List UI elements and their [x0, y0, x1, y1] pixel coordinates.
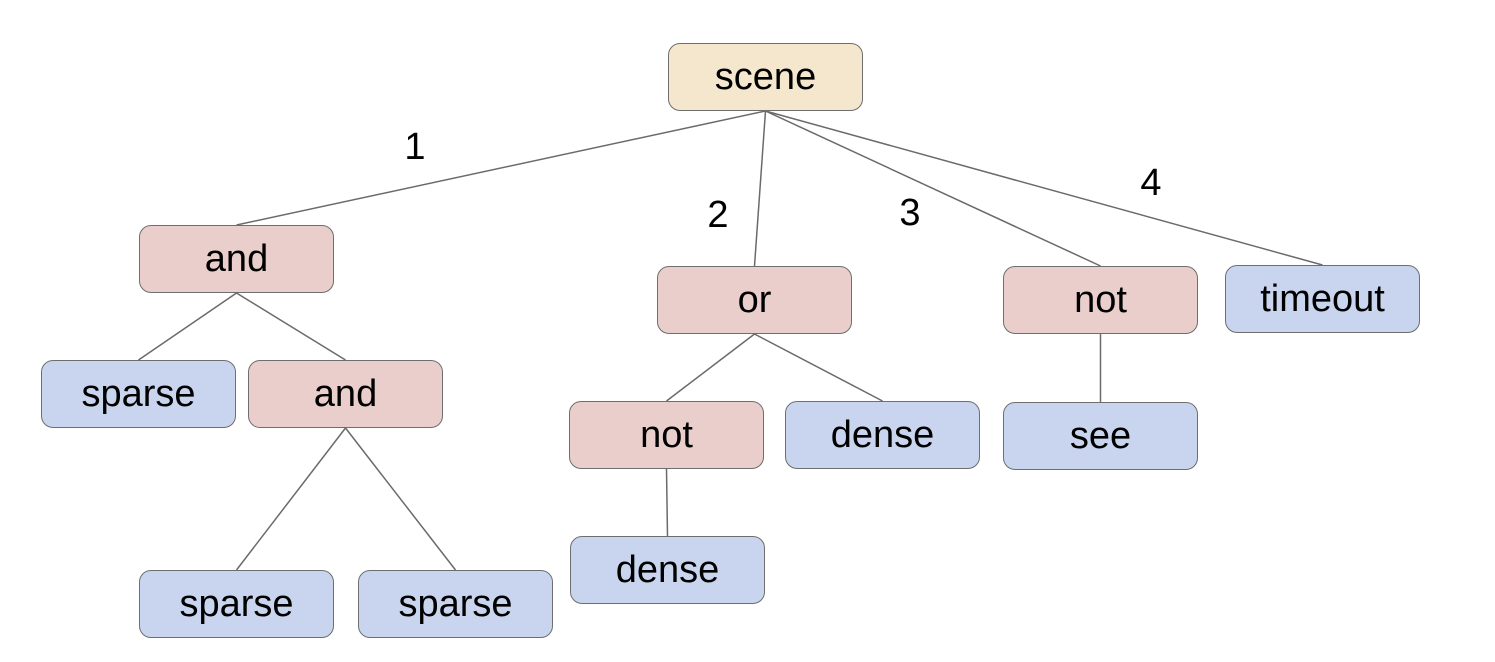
node-or: or: [657, 266, 852, 334]
edge-and-2-to-sparse-3: [344, 427, 457, 571]
edge-and-1-to-sparse-1: [138, 292, 237, 361]
node-sparse-left: sparse: [41, 360, 236, 428]
edge-scene-to-not-1: [765, 110, 1101, 267]
node-sparse-bottom-right: sparse: [358, 570, 553, 638]
node-dense-bottom: dense: [570, 536, 765, 604]
node-timeout: timeout: [1225, 265, 1420, 333]
node-scene: scene: [668, 43, 863, 111]
node-not-middle: not: [569, 401, 764, 469]
edge-or-1-to-not-2: [666, 333, 755, 402]
edge-label-2: 2: [707, 193, 729, 236]
edge-scene-to-timeout-1: [765, 110, 1323, 266]
node-and-nested: and: [248, 360, 443, 428]
edge-label-4: 4: [1140, 161, 1162, 204]
edge-and-2-to-sparse-2: [235, 427, 347, 571]
edge-label-1: 1: [404, 125, 426, 168]
edge-and-1-to-and-2: [236, 292, 346, 361]
node-and-left: and: [139, 225, 334, 293]
edge-scene-to-and-1: [236, 110, 766, 226]
edge-or-1-to-dense-1: [754, 333, 883, 402]
edge-label-3: 3: [899, 191, 921, 234]
node-dense-right: dense: [785, 401, 980, 469]
edge-not-2-to-dense-2: [665, 468, 669, 537]
edge-scene-to-or-1: [753, 110, 767, 267]
node-sparse-bottom-left: sparse: [139, 570, 334, 638]
node-see: see: [1003, 402, 1198, 470]
node-not-right: not: [1003, 266, 1198, 334]
